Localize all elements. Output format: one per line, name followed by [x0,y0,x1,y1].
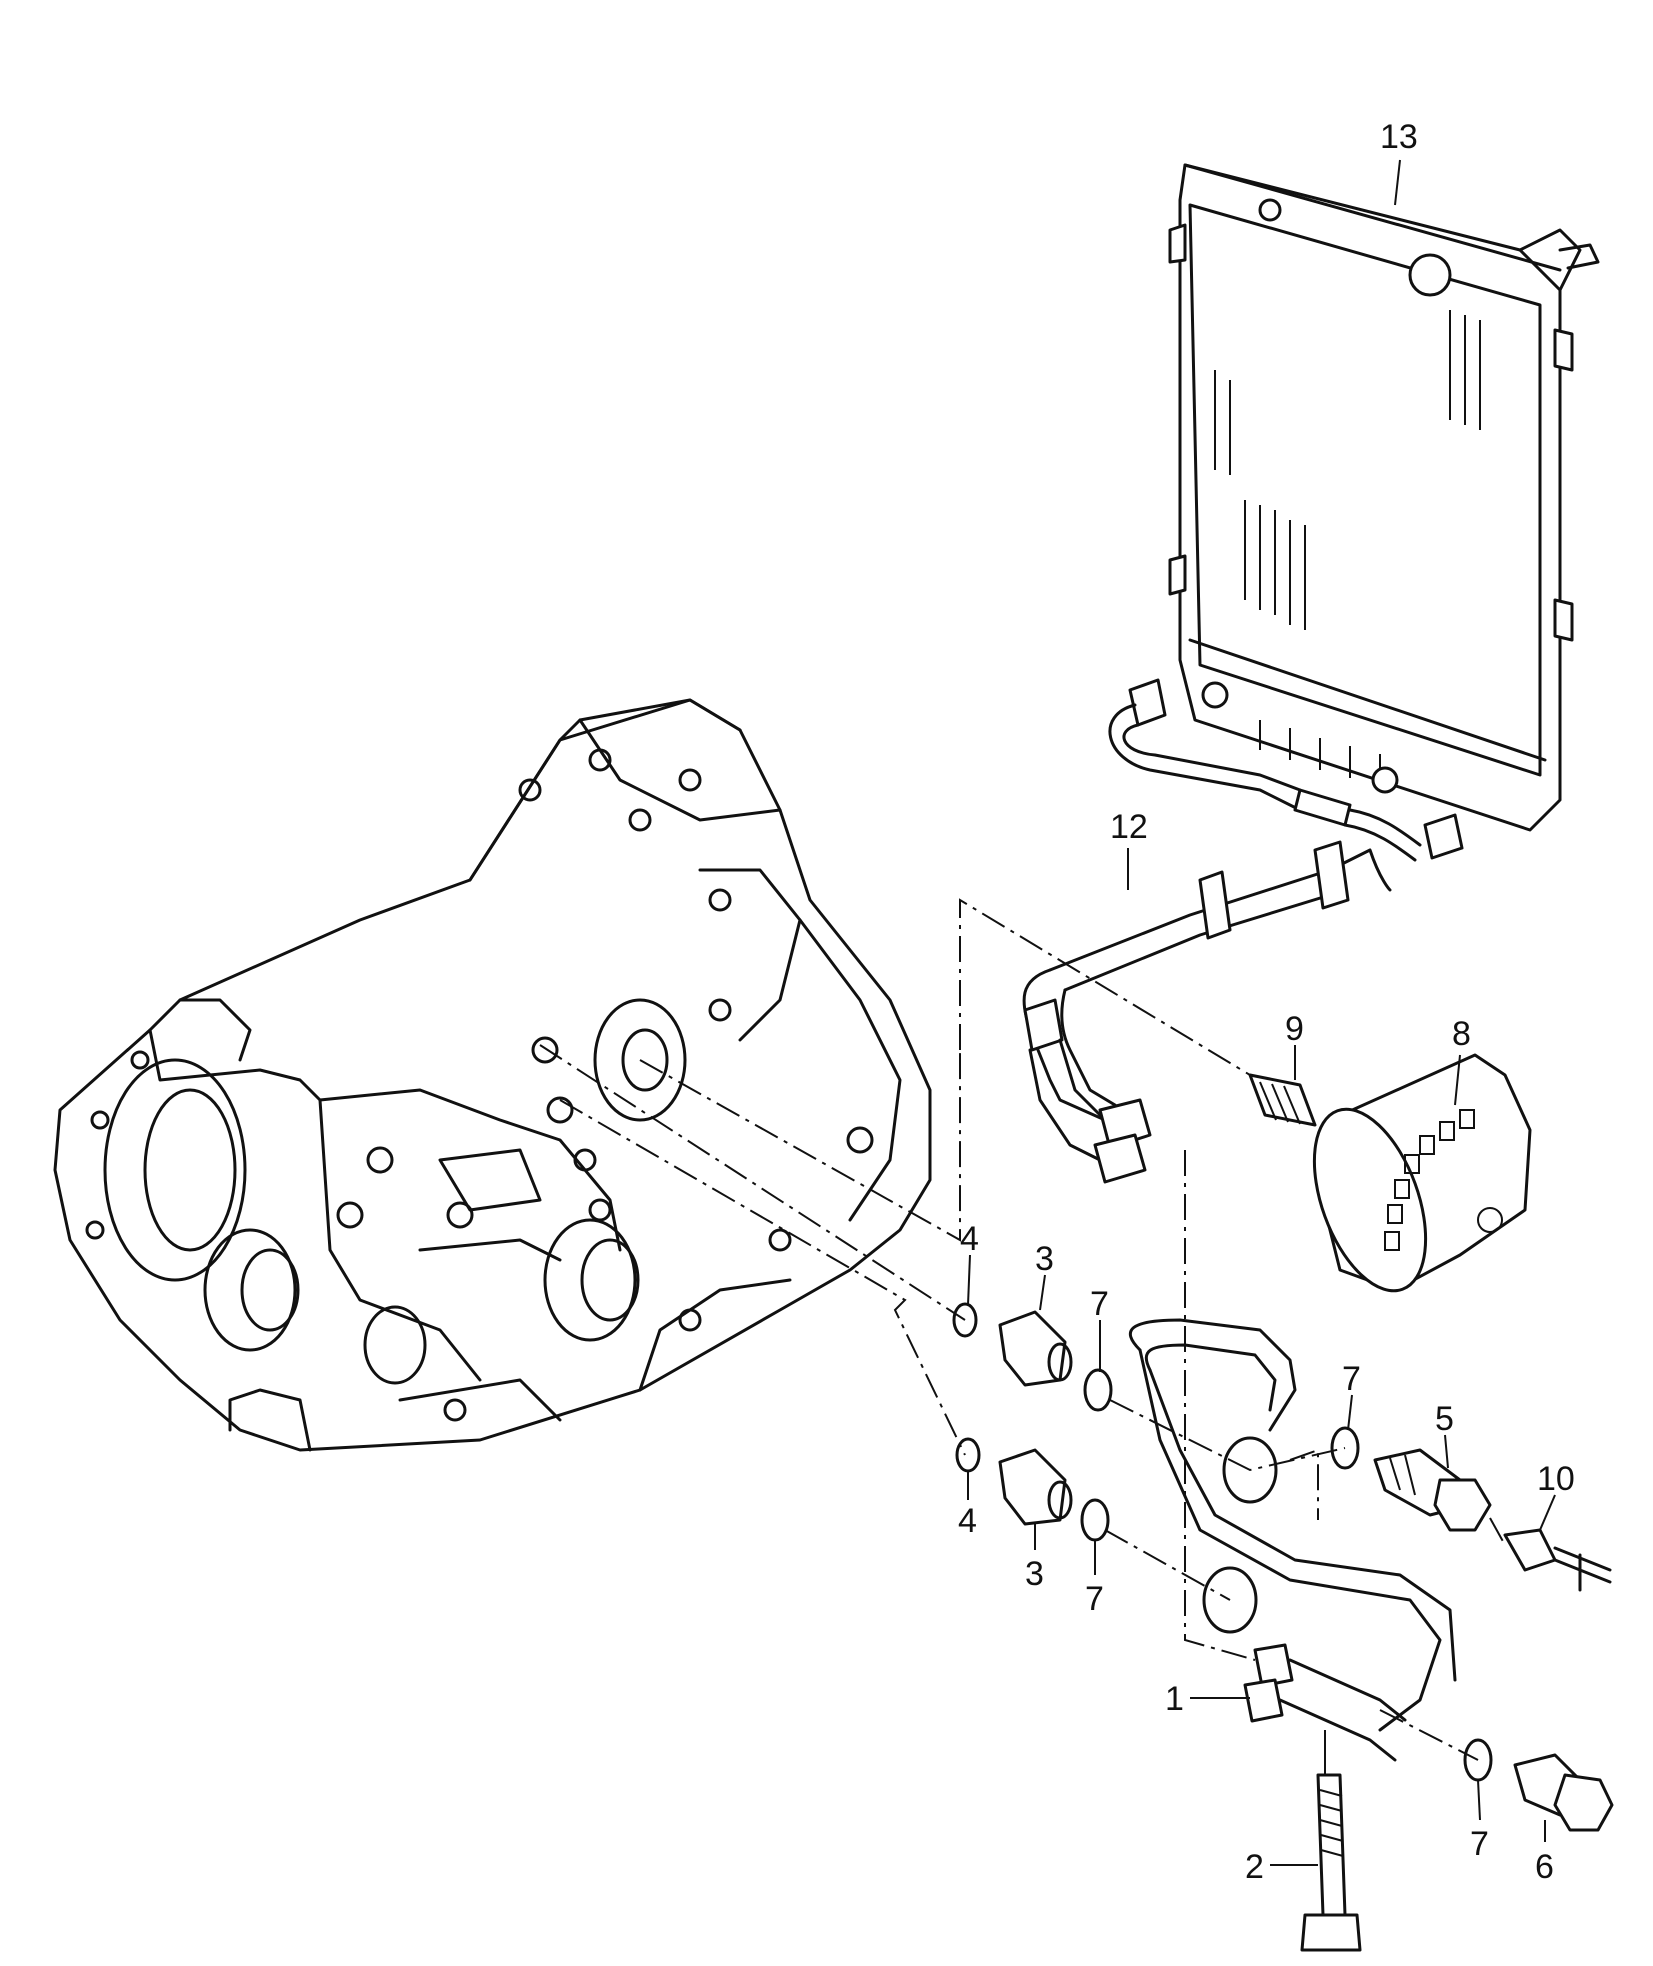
callout-5: 5 [1435,1400,1454,1438]
callout-9: 9 [1285,1010,1304,1048]
radiator [1168,163,1600,832]
assembly-lines [539,898,1506,1761]
temperature-sender-10 [1503,1528,1612,1592]
callout-4-lower: 4 [958,1502,977,1540]
callout-3-lower: 3 [1025,1555,1044,1593]
callout-13: 13 [1380,118,1418,156]
threaded-nipple [1248,1073,1317,1127]
callout-4-upper: 4 [960,1220,979,1258]
adapter-3-lower [998,1448,1073,1526]
callout-1: 1 [1165,1680,1184,1718]
callout-6: 6 [1535,1848,1554,1886]
callout-10: 10 [1537,1460,1575,1498]
callout-leaders [967,159,1556,1866]
bolt-2 [1300,1773,1362,1952]
callout-7-c: 7 [1085,1580,1104,1618]
callout-2: 2 [1245,1848,1264,1886]
callout-labels: 13 12 9 8 4 3 7 7 5 10 4 3 7 1 2 7 6 [958,118,1575,1886]
cooler-lines [1022,678,1464,1184]
washer-7-a [1083,1368,1113,1412]
transmission-housing [53,698,932,1452]
callout-8: 8 [1452,1015,1471,1053]
callout-3-upper: 3 [1035,1240,1054,1278]
plug-6 [1513,1753,1614,1832]
washer-7-c [1080,1498,1110,1542]
callout-7-d: 7 [1470,1825,1489,1863]
callout-7-a: 7 [1090,1285,1109,1323]
adapter-3-upper [998,1310,1073,1387]
callout-12: 12 [1110,808,1148,846]
washer-4-lower [955,1437,981,1473]
callout-7-b: 7 [1342,1360,1361,1398]
banjo-bolt-5 [1373,1448,1492,1532]
oil-filter [1312,1053,1532,1293]
